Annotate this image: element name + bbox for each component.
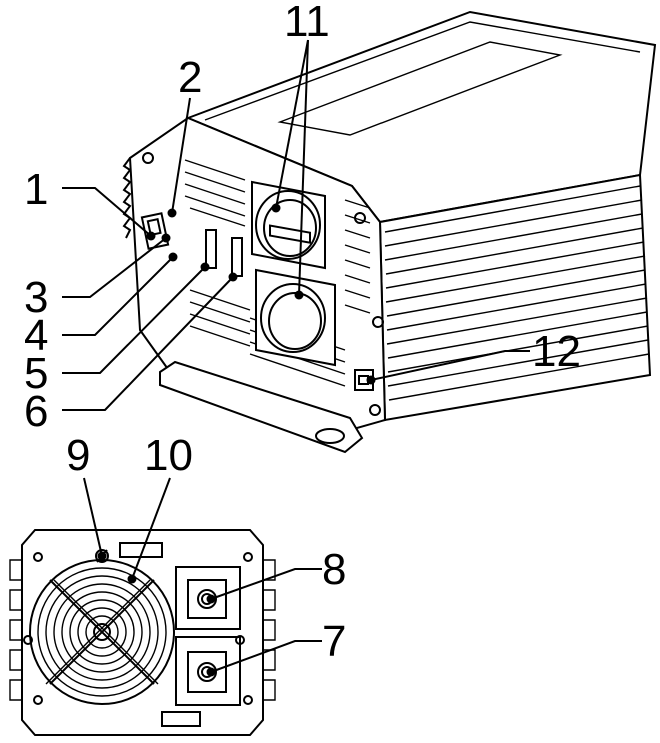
inverter-front-view (62, 12, 655, 452)
ac-socket-lower (256, 270, 335, 365)
callout-11: 11 (284, 0, 330, 46)
usb-port-2 (232, 238, 242, 276)
callout-7: 7 (322, 617, 346, 666)
callout-9: 9 (66, 431, 90, 480)
callout-2: 2 (178, 53, 202, 102)
callout-12: 12 (532, 327, 581, 376)
ac-socket-upper (252, 182, 325, 268)
usb-port-1 (206, 230, 216, 268)
inverter-rear-view (10, 478, 322, 735)
callout-10: 10 (144, 431, 193, 480)
callout-1: 1 (24, 165, 48, 214)
callout-8: 8 (322, 545, 346, 594)
callout-6: 6 (24, 387, 48, 436)
